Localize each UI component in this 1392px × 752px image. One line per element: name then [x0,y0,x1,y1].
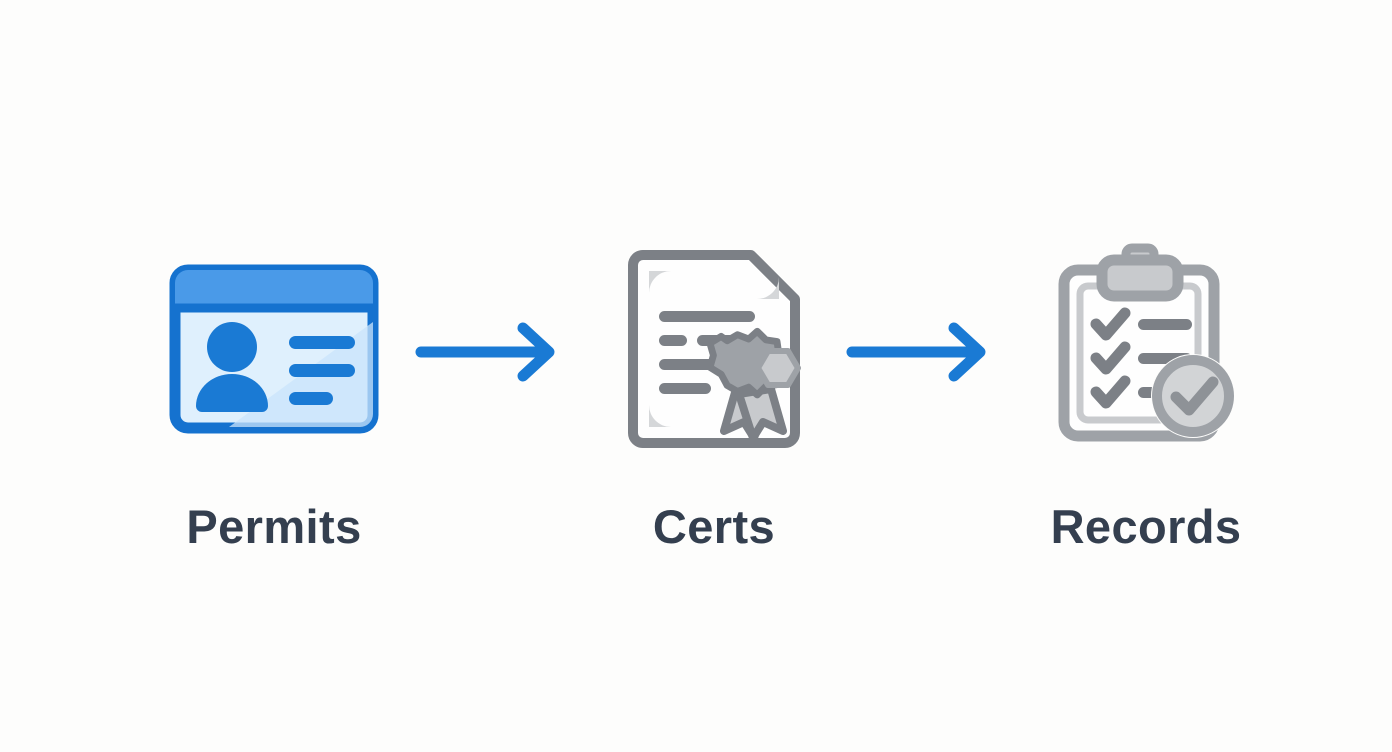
flow-step-permits[interactable]: Permits [124,236,424,550]
clipboard-checklist-icon [1031,236,1261,461]
certificate-document-icon [599,236,829,461]
flow-step-label-permits: Permits [186,500,362,553]
arrow-right-icon [845,322,1025,388]
arrow-right-icon [414,322,594,388]
flow-step-records[interactable]: Records [996,236,1296,550]
flow-step-certs[interactable]: Certs [564,236,864,550]
id-card-icon [159,236,389,461]
flow-step-label-records: Records [1050,500,1242,553]
flow-step-label-certs: Certs [652,500,776,553]
